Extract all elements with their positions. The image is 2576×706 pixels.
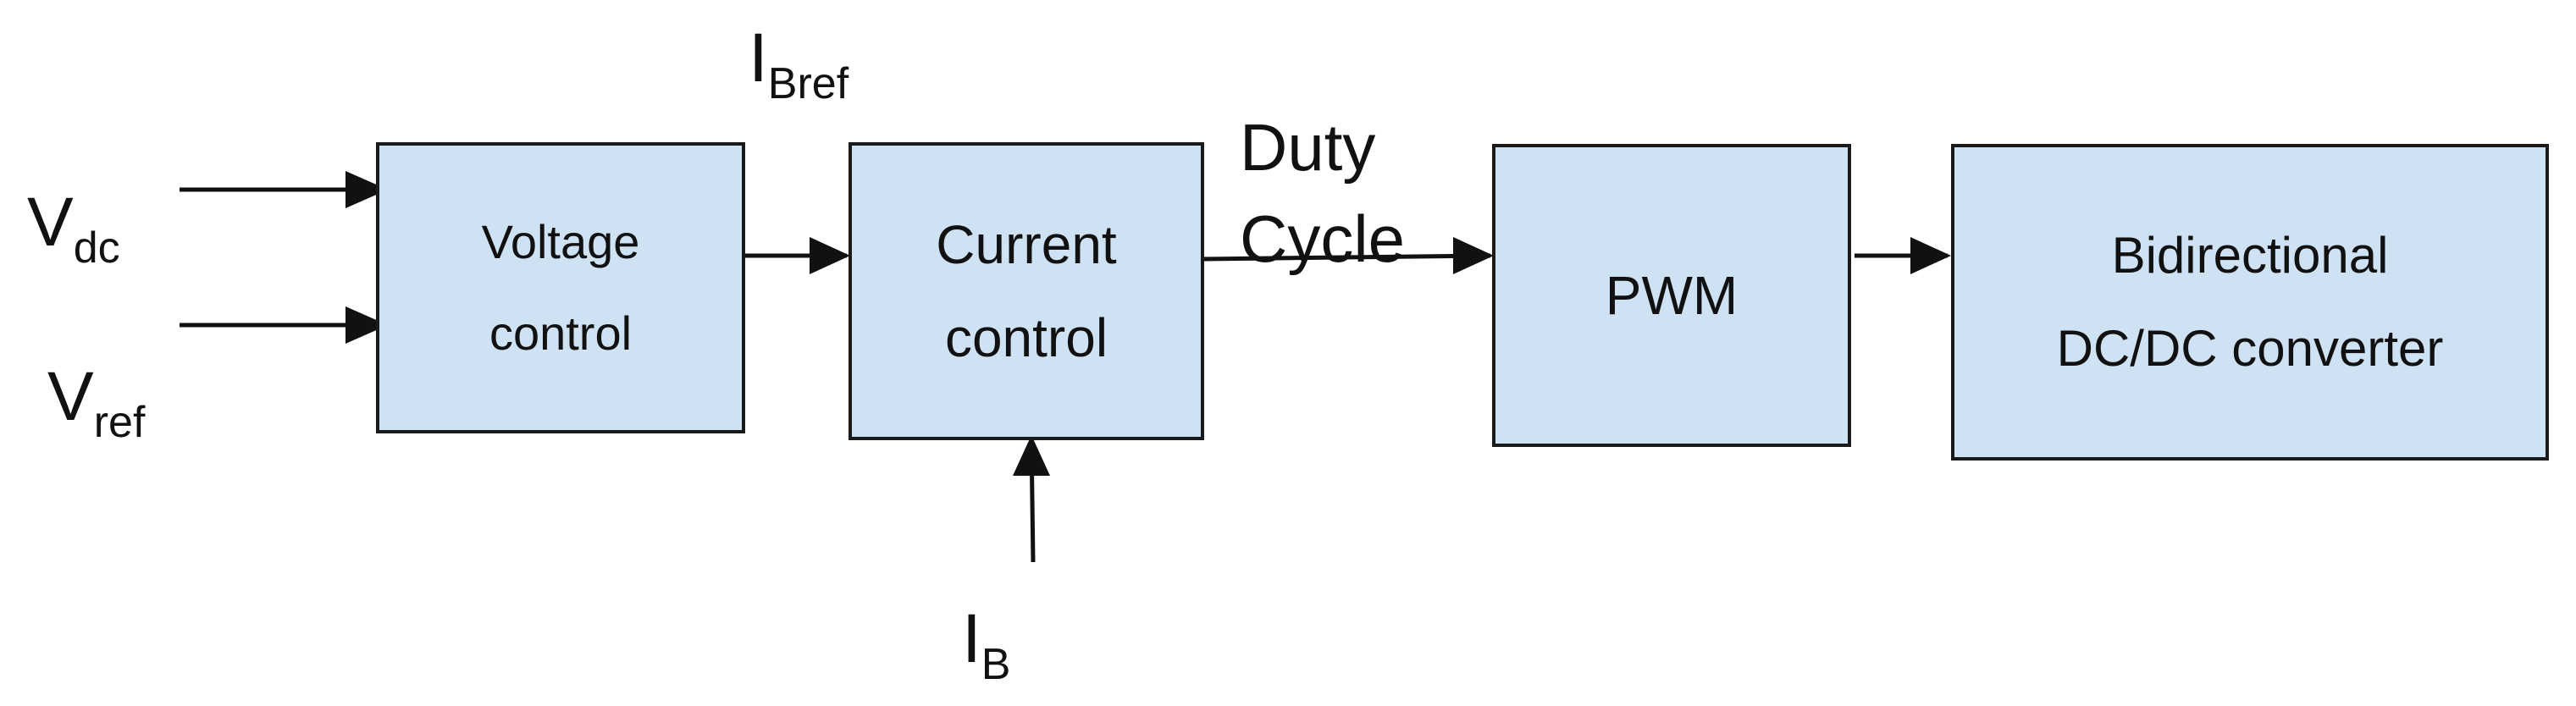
pwm-output-arrowhead [1910,237,1951,274]
vref-arrowhead [345,306,388,344]
ibref-subscript: Bref [767,59,849,108]
duty-cycle-line2: Cycle [1240,201,1406,276]
vref-subscript: ref [93,398,146,447]
vdc-subscript: dc [73,223,120,273]
duty-cycle-line1: Duty [1240,110,1376,185]
duty-cycle-arrow [1203,253,1491,262]
ib-label: IB [962,604,1010,687]
pwm-label: PWM [1605,265,1739,326]
voltage-control-block: Voltage control [376,142,745,433]
duty-cycle-label: Duty Cycle [1240,102,1405,284]
ib-arrowhead [1013,435,1050,476]
converter-label-line1: Bidirectional [2111,227,2389,284]
pwm-block: PWM [1492,144,1851,447]
ib-main: I [962,600,981,677]
current-control-label-line2: control [944,307,1108,368]
current-control-block: Current control [849,142,1204,440]
vdc-main: V [27,184,74,261]
vdc-label: Vdc [27,188,120,271]
vref-main: V [47,358,94,435]
converter-label-line2: DC/DC converter [2056,320,2444,377]
converter-block: Bidirectional DC/DC converter [1951,144,2549,461]
current-control-label-line1: Current [936,214,1117,275]
ibref-label: IBref [749,24,849,107]
vref-label: Vref [47,362,145,445]
voltage-control-label-line2: control [489,306,633,360]
voltage-control-label-line1: Voltage [481,215,640,268]
ib-subscript: B [981,640,1011,689]
ibref-arrowhead [810,237,850,274]
vdc-arrowhead [345,171,388,208]
duty-cycle-arrowhead [1453,237,1494,274]
ibref-main: I [749,19,768,97]
